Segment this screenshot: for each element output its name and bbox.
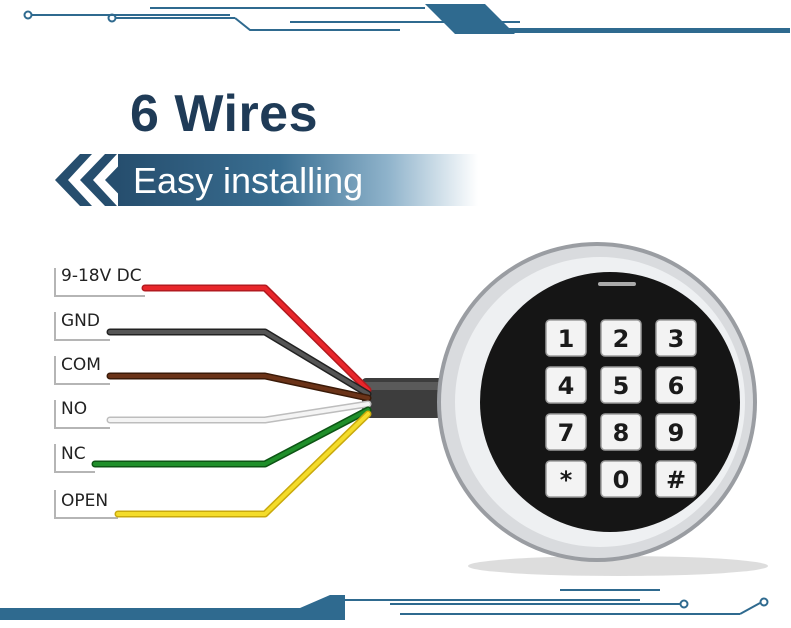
keypad-key[interactable]	[655, 319, 697, 357]
keypad-key[interactable]	[545, 460, 587, 498]
page-title: 6 Wires	[130, 85, 319, 143]
bracket-power	[54, 268, 145, 297]
keypad-key[interactable]	[600, 460, 642, 498]
circuit-node-top-left	[23, 10, 33, 20]
keypad-key[interactable]	[545, 366, 587, 404]
keypad-key[interactable]	[600, 413, 642, 451]
keypad-key-label: 5	[613, 372, 630, 400]
keypad-key[interactable]	[655, 413, 697, 451]
keypad-key[interactable]	[600, 319, 642, 357]
keypad-key-label: 8	[613, 419, 630, 447]
wire-label-gnd: GND	[61, 311, 100, 331]
keypad-keys: 1 2 3 4 5 6 7 8 9 * 0 #	[545, 319, 697, 498]
page-subtitle: Easy installing	[133, 160, 364, 201]
wire-label-no: NO	[61, 399, 88, 419]
keypad-key-label: 9	[668, 419, 685, 447]
keypad-key[interactable]	[600, 366, 642, 404]
wire-label-power: 9-18V DC	[61, 266, 142, 286]
keypad-key-label: 1	[558, 325, 575, 353]
wire-com	[106, 372, 372, 402]
keypad-key[interactable]	[545, 413, 587, 451]
keypad-key-label: 7	[558, 419, 575, 447]
keypad-key-label: *	[560, 466, 573, 494]
subtitle-banner	[118, 154, 478, 206]
keypad-key[interactable]	[545, 319, 587, 357]
wire-gnd	[106, 328, 372, 398]
wire-label-com: COM	[61, 355, 101, 375]
keypad-key-label: 4	[558, 372, 575, 400]
device-shadow	[468, 556, 768, 576]
indicator-light	[598, 282, 636, 286]
keypad-key-label: 6	[668, 372, 685, 400]
circuit-bar-bottom	[0, 595, 345, 620]
keypad-key-label: 0	[613, 466, 630, 494]
keypad-key-label: 3	[668, 325, 685, 353]
circuit-bar-top	[425, 4, 515, 34]
wire-label-nc: NC	[61, 444, 86, 464]
keypad-key-label: 2	[613, 325, 630, 353]
keypad-key[interactable]	[655, 460, 697, 498]
keypad-key[interactable]	[655, 366, 697, 404]
wire-label-open: OPEN	[61, 491, 109, 511]
keypad-key-label: #	[666, 466, 686, 494]
